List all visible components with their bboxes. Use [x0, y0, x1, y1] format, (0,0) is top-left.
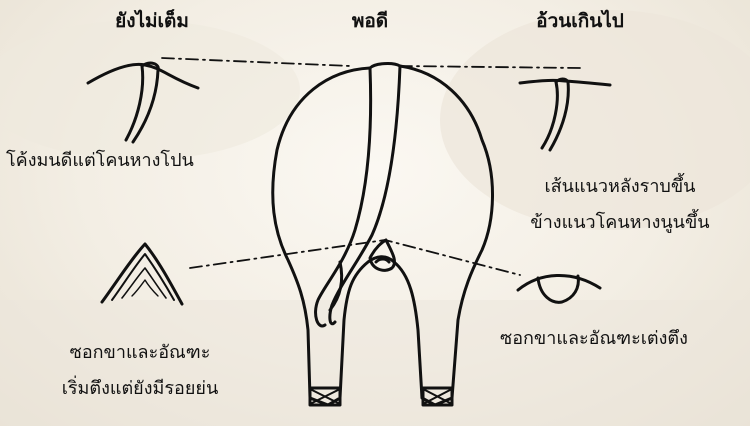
overweight-groin-sketch	[518, 275, 600, 302]
header-ideal: พอดี	[335, 10, 405, 34]
caption-underweight-groin-line2: เริ่มตึงแต่ยังมีรอยย่น	[20, 378, 260, 401]
header-underweight: ยังไม่เต็ม	[92, 10, 212, 34]
ideal-rear-view	[273, 64, 493, 405]
caption-overweight-back-line2: ข้างแนวโคนหางนูนขึ้น	[505, 212, 735, 235]
caption-overweight-groin: ซอกขาและอัณฑะเต่งตึง	[500, 328, 688, 351]
caption-overweight-back-line1: เส้นแนวหลังราบขึ้น	[520, 176, 720, 199]
underweight-backline-sketch	[88, 63, 198, 142]
header-overweight: อ้วนเกินไป	[510, 10, 650, 34]
caption-underweight-groin-line1: ซอกขาและอัณฑะ	[20, 342, 260, 365]
groin-reference-line	[190, 240, 520, 275]
caption-underweight-tail: โค้งมนดีแต่โคนหางโปน	[6, 150, 194, 173]
overweight-backline-sketch	[520, 79, 610, 150]
underweight-groin-sketch	[102, 244, 182, 304]
